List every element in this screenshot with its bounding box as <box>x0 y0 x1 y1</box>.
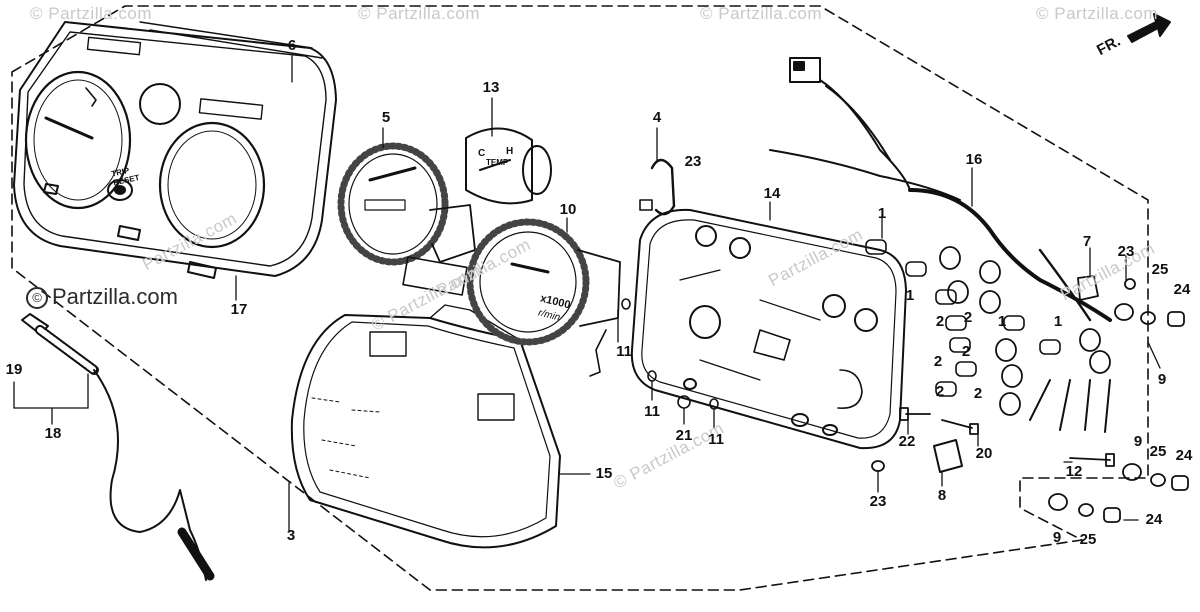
wire-harness-part-16 <box>769 57 1112 433</box>
callout-1: 1 <box>1053 313 1063 330</box>
speedometer-window <box>24 70 132 210</box>
callout-2: 2 <box>963 309 973 326</box>
callout-8: 8 <box>937 487 947 504</box>
watermark: © Partzilla.com <box>358 4 481 23</box>
temp-gauge-part-13 <box>465 127 552 205</box>
callout-14: 14 <box>763 185 781 202</box>
brand-label: Partzilla.com <box>52 284 178 309</box>
callout-2: 2 <box>973 385 983 402</box>
cap-part-8 <box>933 439 963 473</box>
small-rings-part-11-21 <box>621 298 719 410</box>
assembly-boundary <box>11 5 1149 591</box>
grommets-washers <box>1048 303 1189 523</box>
indicator-slot-left <box>86 36 142 56</box>
callout-18: 18 <box>44 425 62 442</box>
bulbs <box>865 239 1061 397</box>
trip-reset-knob <box>107 179 133 201</box>
watermark: © Partzilla.com <box>700 4 823 23</box>
tachometer-part-10 <box>466 218 621 377</box>
callout-11: 11 <box>644 403 660 420</box>
callout-23: 23 <box>684 153 702 170</box>
callout-11: 11 <box>708 431 724 448</box>
callout-24: 24 <box>1173 281 1191 298</box>
indicator-slot-right <box>198 98 264 120</box>
clamp-part-4 <box>639 158 676 216</box>
callout-16: 16 <box>965 151 983 168</box>
callout-9: 9 <box>1052 529 1062 546</box>
callout-19: 19 <box>5 361 23 378</box>
temp-c-label: C <box>478 148 486 159</box>
meter-cable-part-18-19 <box>21 313 215 581</box>
callout-13: 13 <box>482 79 500 96</box>
callout-24: 24 <box>1175 447 1193 464</box>
screws <box>871 278 1136 472</box>
temp-label: TEMP <box>486 158 509 167</box>
callout-12: 12 <box>1065 463 1083 480</box>
callout-9: 9 <box>1157 371 1167 388</box>
temp-h-label: H <box>506 146 514 157</box>
callout-17: 17 <box>230 301 248 318</box>
callout-23: 23 <box>1117 243 1135 260</box>
leader-lines <box>13 55 1161 533</box>
callout-25: 25 <box>1149 443 1167 460</box>
callout-2: 2 <box>935 313 945 330</box>
callout-3: 3 <box>286 527 296 544</box>
callout-2: 2 <box>935 383 945 400</box>
tachometer-window <box>158 121 266 249</box>
speedometer-part-5 <box>337 142 476 296</box>
partzilla-brand: ©Partzilla.com <box>26 284 178 310</box>
callout-1: 1 <box>905 287 915 304</box>
clamp-part-7 <box>1077 275 1099 301</box>
callout-1: 1 <box>877 205 887 222</box>
copyright-icon: © <box>26 287 48 309</box>
callout-1: 1 <box>997 313 1007 330</box>
callout-2: 2 <box>933 353 943 370</box>
callout-6: 6 <box>287 37 297 54</box>
callout-23: 23 <box>869 493 887 510</box>
watermark: © Partzilla.com <box>30 4 153 23</box>
callout-5: 5 <box>381 109 391 126</box>
callout-20: 20 <box>975 445 993 462</box>
meter-case-part-6-17 <box>13 21 337 279</box>
callout-10: 10 <box>559 201 577 218</box>
callout-22: 22 <box>898 433 916 450</box>
bulb-sockets <box>939 246 1111 416</box>
callout-15: 15 <box>595 465 613 482</box>
callout-25: 25 <box>1079 531 1097 548</box>
indicator-window <box>139 83 181 125</box>
connector <box>789 57 821 83</box>
callout-4: 4 <box>652 109 662 126</box>
callout-24: 24 <box>1145 511 1163 528</box>
meter-housing-part-14 <box>630 208 907 450</box>
callout-7: 7 <box>1082 233 1092 250</box>
callout-25: 25 <box>1151 261 1169 278</box>
callout-9: 9 <box>1133 433 1143 450</box>
callout-11: 11 <box>616 343 632 360</box>
callout-21: 21 <box>675 427 693 444</box>
callout-2: 2 <box>961 343 971 360</box>
front-direction-arrow <box>1127 13 1171 43</box>
watermark: © Partzilla.com <box>1036 4 1159 23</box>
